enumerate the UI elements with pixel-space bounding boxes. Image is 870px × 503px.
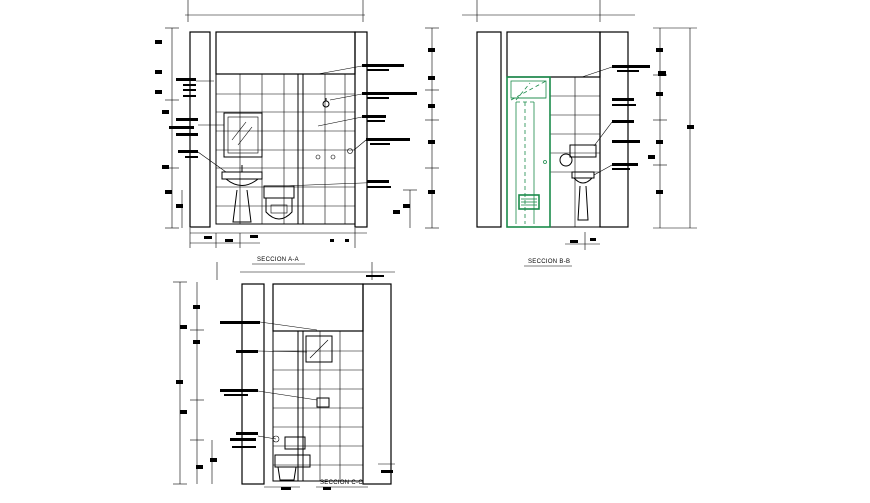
section-b-b: SECCION B-B bbox=[462, 0, 697, 267]
section-a-a-label: SECCION A-A bbox=[257, 257, 299, 263]
toilet-a bbox=[263, 185, 295, 220]
shower-a bbox=[315, 98, 353, 160]
washbasin-b bbox=[559, 144, 597, 221]
toilet-c bbox=[272, 435, 311, 481]
washbasin-a bbox=[221, 165, 263, 223]
mirror-c bbox=[305, 335, 333, 363]
door-b bbox=[506, 76, 551, 228]
section-b-b-label: SECCION B-B bbox=[528, 259, 570, 265]
section-c-c: SECCION C-C bbox=[173, 262, 395, 490]
tile-wall-a bbox=[215, 73, 356, 225]
section-c-c-label: SECCION C-C bbox=[320, 480, 363, 486]
paper-holder-c bbox=[316, 397, 330, 408]
tile-wall-b bbox=[506, 76, 601, 228]
section-a-a: SECCION A-A bbox=[155, 0, 439, 265]
mirror-a bbox=[223, 112, 263, 158]
tile-wall-c bbox=[272, 330, 364, 482]
